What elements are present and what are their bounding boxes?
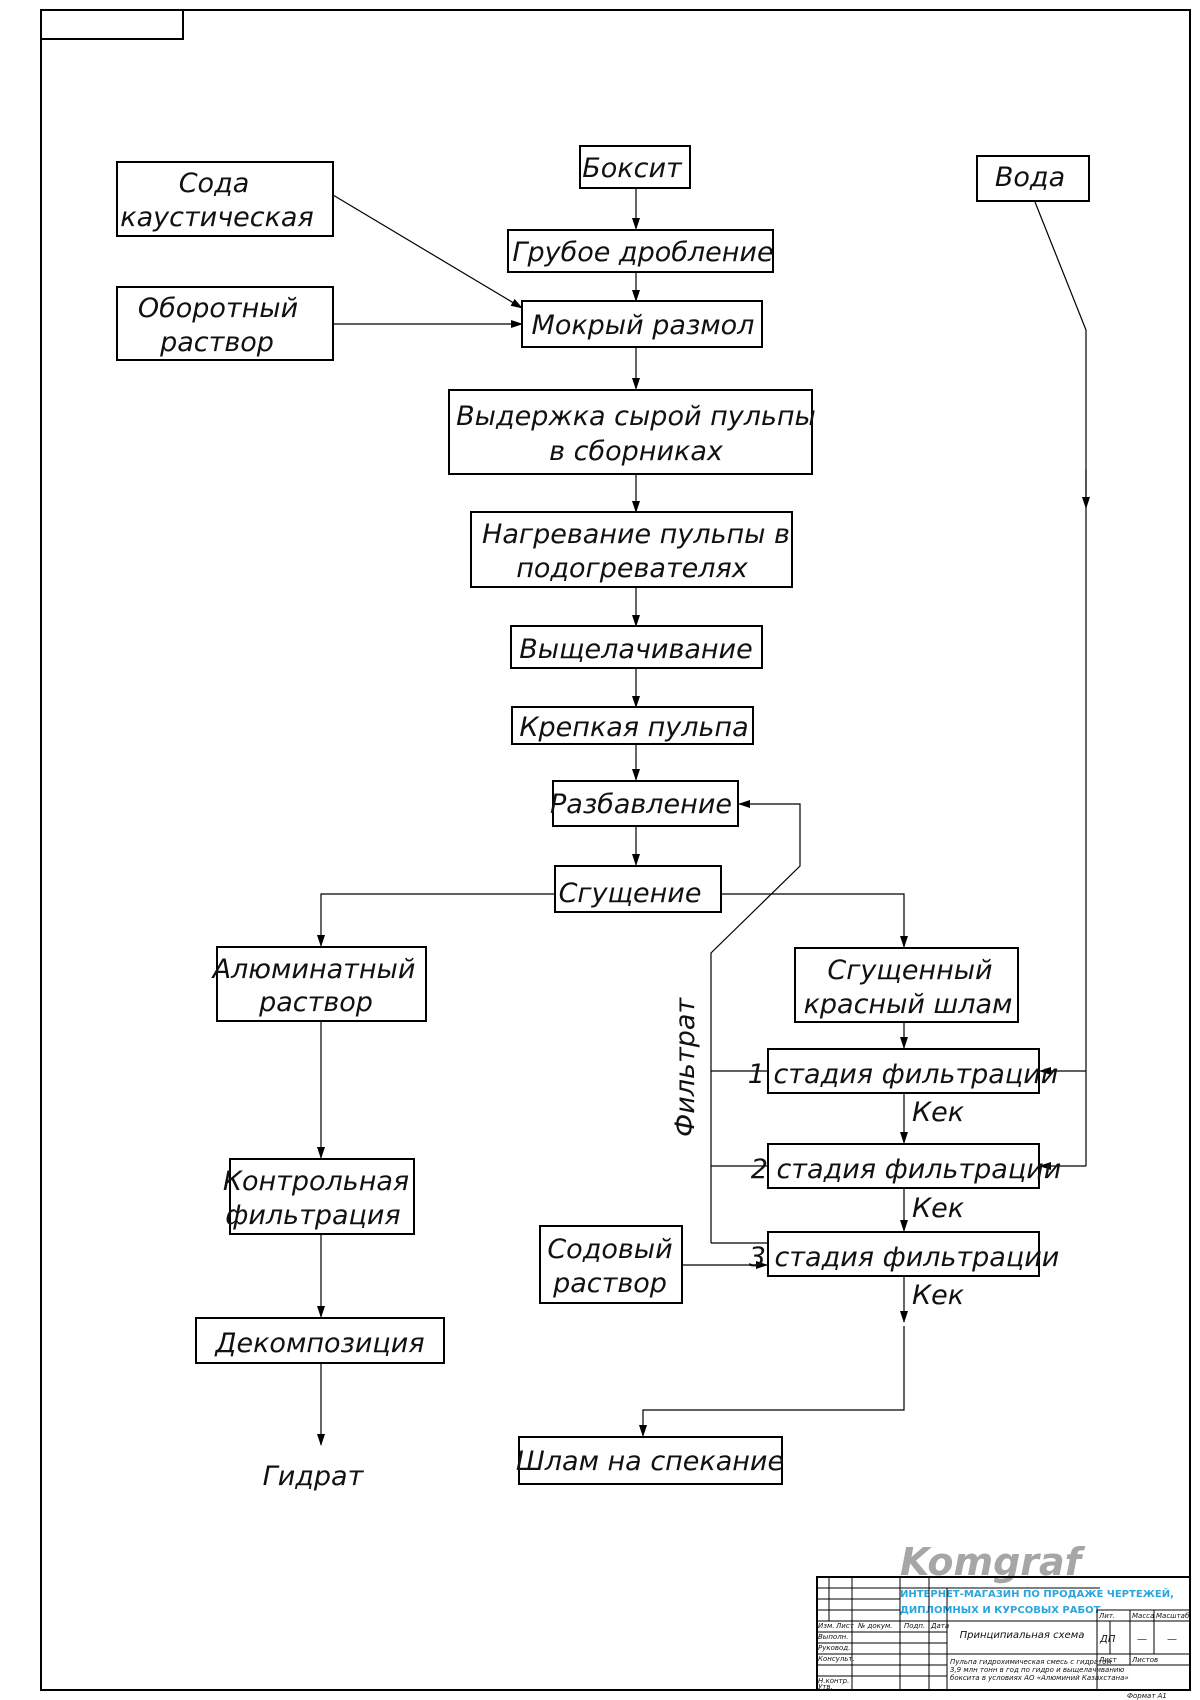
node-recycle-line2: раствор (159, 327, 274, 358)
logo-line1: ИНТЕРНЕТ-МАГАЗИН ПО ПРОДАЖЕ ЧЕРТЕЖЕЙ, (900, 1587, 1174, 1600)
node-dilution-label: Разбавление (550, 789, 732, 820)
tb-col-scale: Масштаб (1156, 1612, 1190, 1620)
node-soda-line2: каустическая (120, 202, 313, 233)
node-leaching: Выщелачивание (510, 625, 763, 669)
node-soda-solution-line1: Содовый (547, 1234, 672, 1265)
node-control-filtration: Контрольная фильтрация (223, 1158, 415, 1235)
node-thickening: Сгущение (554, 865, 722, 913)
node-soda-line1: Сода (179, 168, 250, 199)
flow-connectors (317, 188, 1090, 1446)
tb-mass: — (1137, 1634, 1147, 1645)
tb-desc-2: 3,9 млн тонн в год по гидро и выщелачива… (950, 1666, 1124, 1674)
logo-line2: ДИПЛОМНЫХ И КУРСОВЫХ РАБОТ (900, 1605, 1101, 1616)
tb-role-4: Н.контр. (818, 1677, 849, 1685)
node-mud-to-sintering-label: Шлам на спекание (516, 1446, 784, 1477)
node-stage1: 1 стадия фильтрации (748, 1048, 1059, 1094)
node-soda-solution: Содовый раствор (539, 1225, 683, 1304)
edge-label-cake-3: Кек (912, 1280, 965, 1311)
node-wet-grinding-label: Мокрый размол (532, 310, 755, 341)
node-stage3: 3 стадия фильтрации (749, 1231, 1060, 1277)
tb-header-doc: № докум. (857, 1622, 893, 1630)
tb-role-5: Утв. (818, 1683, 833, 1691)
node-stage1-label: 1 стадия фильтрации (748, 1059, 1059, 1090)
node-thickening-label: Сгущение (559, 878, 702, 909)
node-heating-line1: Нагревание пульпы в (482, 519, 790, 550)
water-line (1034, 201, 1087, 506)
node-heating: Нагревание пульпы в подогревателях (470, 511, 793, 588)
tb-header-date: Дата (930, 1622, 949, 1630)
node-wet-grinding: Мокрый размол (521, 300, 763, 348)
node-holding-line2: в сборниках (549, 436, 724, 467)
node-water-label: Вода (995, 162, 1065, 193)
node-water: Вода (976, 155, 1090, 202)
edge-label-cake-2: Кек (912, 1193, 965, 1224)
tb-header-sign: Подп. (904, 1622, 925, 1630)
node-decomposition: Декомпозиция (195, 1317, 445, 1364)
node-strong-pulp: Крепкая пульпа (511, 706, 754, 745)
node-aluminate-line1: Алюминатный (211, 954, 416, 985)
node-hydrate-label: Гидрат (263, 1461, 365, 1492)
tb-drawing-title: Принципиальная схема (960, 1630, 1085, 1641)
node-soda-solution-line2: раствор (552, 1268, 667, 1299)
node-mud-to-sintering: Шлам на спекание (516, 1436, 784, 1485)
tb-header-list: Лист (835, 1622, 855, 1630)
edge-label-cake-1: Кек (912, 1097, 965, 1128)
filtrate-return-line (710, 800, 801, 1243)
arrow-thickening-to-red-mud (720, 893, 908, 948)
tb-stage: ДП (1099, 1634, 1116, 1645)
node-recycle-solution: Оборотный раствор (116, 286, 334, 361)
title-block: Komgraf ИНТЕРНЕТ-МАГАЗИН ПО ПРОДАЖЕ ЧЕРТ… (816, 1540, 1191, 1700)
node-thickened-red-mud: Сгущенный красный шлам (794, 947, 1019, 1023)
node-stage2: 2 стадия фильтрации (751, 1143, 1062, 1189)
node-strong-pulp-label: Крепкая пульпа (519, 712, 748, 743)
tb-sheet: Лист (1098, 1656, 1118, 1664)
node-heating-line2: подогревателях (516, 553, 749, 584)
tb-role-0: Выполн. (818, 1633, 848, 1641)
node-decomposition-label: Декомпозиция (214, 1328, 424, 1359)
tb-col-lit: Лит. (1098, 1612, 1115, 1620)
tb-header-izm: Изм. (818, 1622, 834, 1630)
arrow-thickening-to-aluminate (317, 893, 555, 947)
node-stage2-label: 2 стадия фильтрации (751, 1154, 1062, 1185)
tb-desc-3: боксита в условиях АО «Алюминий Казахста… (950, 1674, 1129, 1682)
edge-label-filtrate: Фильтрат (670, 997, 701, 1137)
node-recycle-line1: Оборотный (138, 293, 298, 324)
node-soda: Сода каустическая (116, 161, 334, 237)
node-red-mud-line1: Сгущенный (827, 955, 992, 986)
tb-desc-1: Пульпа гидрохимическая смесь с гидратом (950, 1658, 1113, 1666)
node-coarse-crushing: Грубое дробление (507, 229, 774, 273)
node-control-line2: фильтрация (225, 1200, 400, 1231)
tb-format: Формат А1 (1127, 1692, 1167, 1700)
arrow-soda-to-grinding (332, 194, 523, 309)
node-red-mud-line2: красный шлам (804, 989, 1013, 1020)
node-leaching-label: Выщелачивание (519, 634, 752, 665)
drawing-frame (40, 9, 1191, 1691)
node-holding: Выдержка сырой пульпы в сборниках (448, 389, 816, 475)
node-bauxite: Боксит (579, 145, 691, 189)
node-control-line1: Контрольная (223, 1166, 409, 1197)
tb-role-2: Консульт. (818, 1655, 855, 1663)
tb-sheets: Листов (1131, 1656, 1158, 1664)
node-bauxite-label: Боксит (582, 153, 683, 184)
node-coarse-crushing-label: Грубое дробление (512, 237, 773, 268)
node-holding-line1: Выдержка сырой пульпы (456, 401, 816, 432)
arrow-mud-return (639, 1326, 905, 1437)
node-aluminate-line2: раствор (258, 987, 373, 1018)
tb-role-1: Руковод. (818, 1644, 850, 1652)
node-dilution: Разбавление (550, 780, 739, 827)
tb-col-mass: Масса (1132, 1612, 1154, 1620)
tb-scale: — (1167, 1634, 1177, 1645)
node-aluminate-solution: Алюминатный раствор (211, 946, 427, 1022)
node-stage3-label: 3 стадия фильтрации (749, 1242, 1060, 1273)
